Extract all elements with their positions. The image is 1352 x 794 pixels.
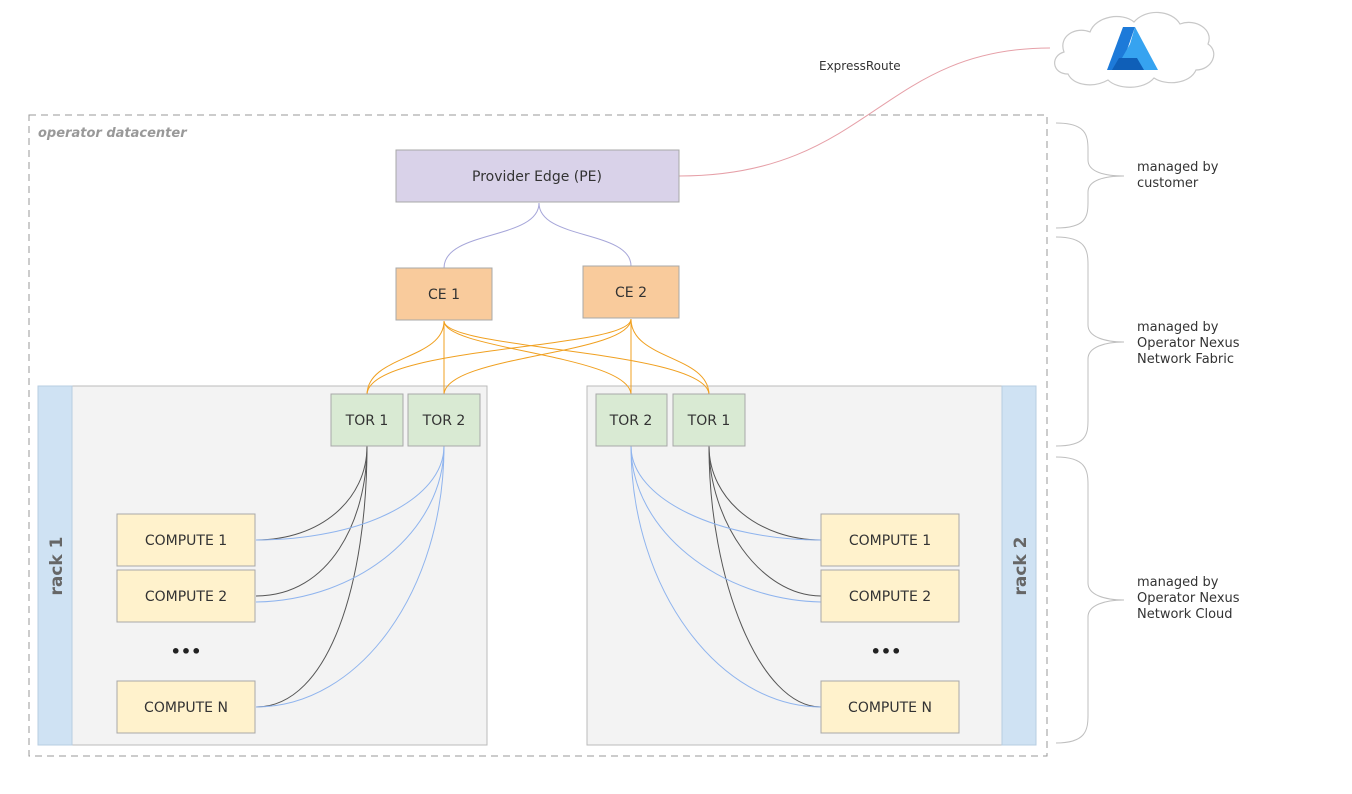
rack-2-tor-1-label: TOR 1 bbox=[687, 413, 731, 429]
rack-2-compute-n-box bbox=[820, 680, 960, 734]
rack-2-compute-2-label: COMPUTE 2 bbox=[849, 589, 931, 605]
rack-1-band bbox=[37, 385, 73, 746]
rack-1-ellipsis: ••• bbox=[171, 642, 202, 661]
rack-1-compute-2-box bbox=[116, 569, 256, 623]
rack-1-label: rack 1 bbox=[47, 537, 67, 596]
brace-fabric bbox=[1055, 236, 1125, 447]
rack-1-tor-1-label: TOR 1 bbox=[345, 413, 389, 429]
rack-1-compute-2-label: COMPUTE 2 bbox=[145, 589, 227, 605]
brace-cloud bbox=[1055, 456, 1125, 744]
operator-datacenter-boundary bbox=[28, 114, 1048, 757]
pe-ce2-link bbox=[538, 202, 632, 267]
rack-2-band bbox=[1001, 385, 1037, 746]
managed-cloud-label: managed by Operator Nexus Network Cloud bbox=[1137, 575, 1244, 622]
ce-tor-links bbox=[366, 318, 710, 396]
ce-1-label: CE 1 bbox=[428, 287, 460, 303]
azure-logo-icon bbox=[1107, 27, 1158, 70]
rack-1-tor-1-box bbox=[330, 393, 404, 447]
ce-2-label: CE 2 bbox=[615, 285, 647, 301]
rack-2-compute-2-box bbox=[820, 569, 960, 623]
rack-1-tor2-compute-links bbox=[255, 445, 445, 708]
rack-2-tor-2-label: TOR 2 bbox=[609, 413, 653, 429]
rack-1-compute-1-box bbox=[116, 513, 256, 567]
pe-ce1-link bbox=[443, 202, 540, 269]
express-route-link bbox=[678, 47, 1051, 177]
rack-1-tor1-compute-links bbox=[255, 445, 368, 708]
rack-1-tor-2-label: TOR 2 bbox=[422, 413, 466, 429]
rack-1-compute-n-box bbox=[116, 680, 256, 734]
provider-edge-box bbox=[395, 149, 680, 203]
brace-customer bbox=[1055, 122, 1125, 229]
operator-datacenter-label: operator datacenter bbox=[38, 126, 188, 141]
express-route-label: ExpressRoute bbox=[819, 59, 901, 73]
rack-2-label: rack 2 bbox=[1011, 537, 1031, 596]
provider-edge-label: Provider Edge (PE) bbox=[472, 169, 602, 185]
rack-1-compute-n-label: COMPUTE N bbox=[144, 700, 228, 716]
rack-2-tor2-compute-links bbox=[630, 445, 822, 708]
rack-2-compute-n-label: COMPUTE N bbox=[848, 700, 932, 716]
ce-2-box bbox=[582, 265, 680, 319]
rack-2-tor-1-box bbox=[672, 393, 746, 447]
managed-fabric-label: managed by Operator Nexus Network Fabric bbox=[1137, 320, 1244, 367]
rack-2-compute-1-label: COMPUTE 1 bbox=[849, 533, 931, 549]
ce-1-box bbox=[395, 267, 493, 321]
rack-2-tor-2-box bbox=[595, 393, 668, 447]
rack-1-compute-1-label: COMPUTE 1 bbox=[145, 533, 227, 549]
rack-1-tor-2-box bbox=[407, 393, 481, 447]
rack-2-compute-1-box bbox=[820, 513, 960, 567]
rack-2-tor1-compute-links bbox=[708, 445, 822, 708]
managed-customer-label: managed by customer bbox=[1137, 160, 1223, 191]
rack-2-ellipsis: ••• bbox=[871, 642, 902, 661]
